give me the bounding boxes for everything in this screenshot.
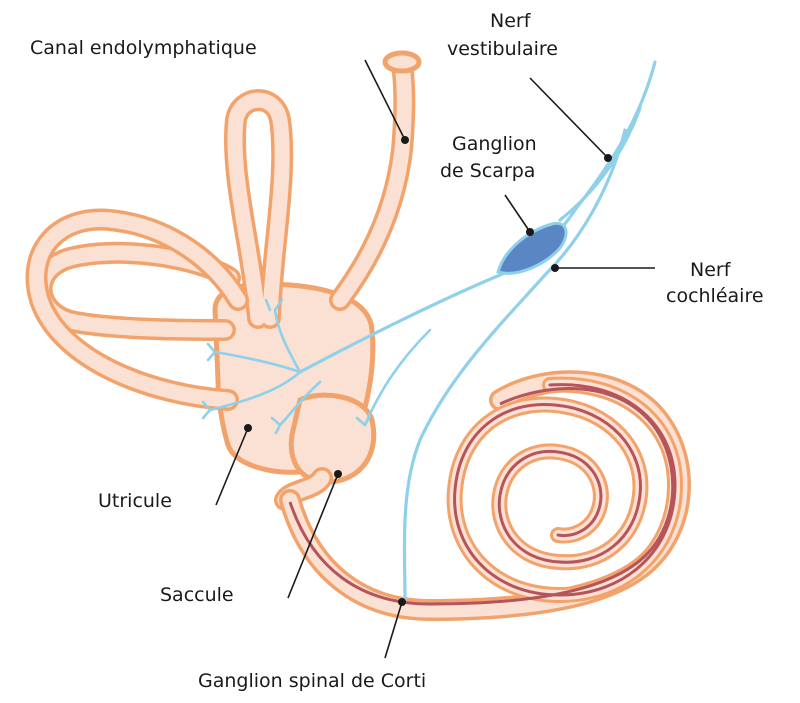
cochlear-nerve <box>402 128 627 602</box>
labyrinth <box>25 50 691 621</box>
endolymphatic-sac <box>382 50 422 74</box>
cochlear-duct <box>288 386 675 606</box>
label-ganglion-spinal-corti: Ganglion spinal de Corti <box>198 670 426 692</box>
label-saccule: Saccule <box>160 584 234 606</box>
label-ganglion-scarpa-line2: de Scarpa <box>440 160 535 182</box>
label-nerf-vestibulaire-line1: Nerf <box>490 10 532 32</box>
label-canal-endolymphatique: Canal endolymphatique <box>30 37 257 59</box>
label-utricule: Utricule <box>98 490 172 512</box>
label-nerf-cochleaire-line2: cochléaire <box>666 285 764 307</box>
label-nerf-cochleaire-line1: Nerf <box>690 259 732 281</box>
label-nerf-vestibulaire-line2: vestibulaire <box>447 38 558 60</box>
label-ganglion-scarpa-line1: Ganglion <box>452 133 537 155</box>
saccule-lobe <box>288 392 377 485</box>
nerves <box>201 60 657 602</box>
labels: Canal endolymphatique Nerf vestibulaire … <box>30 10 764 692</box>
leader-lines <box>215 59 655 659</box>
cochlear-duct-spiral <box>453 383 677 597</box>
ganglion-scarpa-shape <box>496 221 568 275</box>
